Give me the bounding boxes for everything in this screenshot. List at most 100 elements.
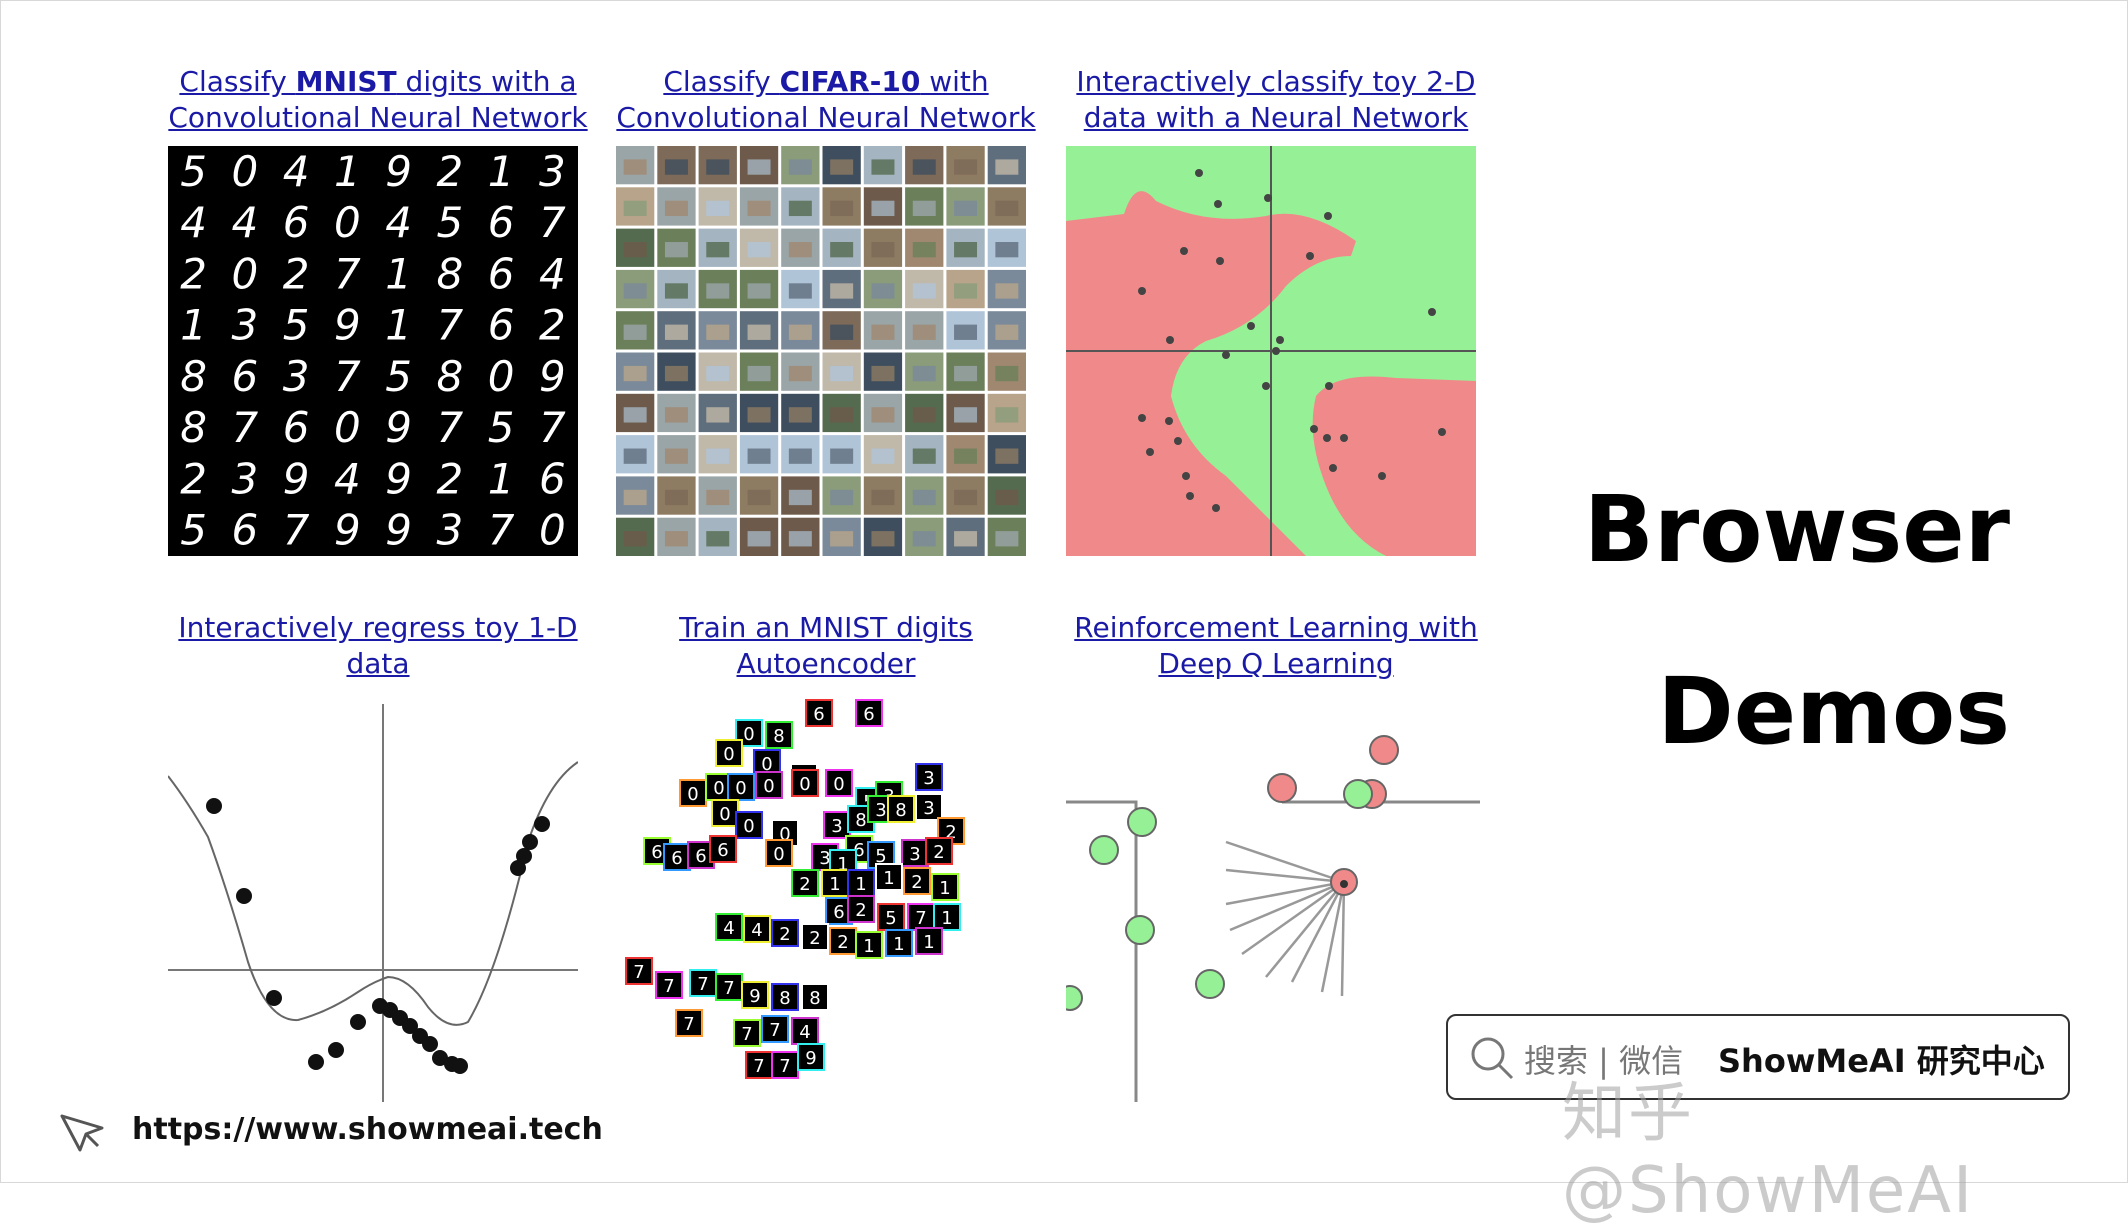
svg-text:0: 0 <box>761 754 772 775</box>
mnist-digit: 3 <box>232 301 259 350</box>
cifar-thumbnail-object <box>664 242 688 258</box>
cifar-thumbnail-object <box>623 200 647 217</box>
autoencoder-digit: 8 <box>801 983 829 1011</box>
cifar-thumbnail-object <box>912 242 936 258</box>
cifar-thumbnail-object <box>830 159 854 175</box>
cifar-thumbnail-object <box>706 324 730 340</box>
autoencoder-digit: 8 <box>771 983 799 1011</box>
cifar-thumbnail-object <box>623 283 647 299</box>
demo-1d-regress-link[interactable]: Interactively regress toy 1-D data <box>178 611 578 680</box>
svg-text:6: 6 <box>813 704 824 725</box>
svg-text:7: 7 <box>633 962 644 983</box>
mnist-digit: 9 <box>385 506 412 555</box>
cifar-thumbnail-object <box>871 324 895 340</box>
autoencoder-digit: 1 <box>847 869 875 897</box>
cifar-thumbnail-object <box>706 531 730 547</box>
autoencoder-digit: 4 <box>791 1017 819 1045</box>
cifar-thumbnail-object <box>871 448 895 464</box>
autoencoder-digit: 4 <box>743 915 771 943</box>
mnist-digit: 2 <box>437 147 464 196</box>
autoencoder-digit: 9 <box>741 981 769 1009</box>
search-bar[interactable]: 搜索 | 微信 ShowMeAI 研究中心 <box>1446 1014 2070 1100</box>
autoencoder-digit: 1 <box>821 869 849 897</box>
autoencoder-embedding-image: 6608000000000530000666638383326532312111… <box>625 699 965 1079</box>
autoencoder-digit: 0 <box>711 799 739 827</box>
mnist-digit: 9 <box>334 301 361 350</box>
mnist-digit: 9 <box>334 506 361 555</box>
svg-text:3: 3 <box>909 844 920 865</box>
cifar-thumbnail-object <box>706 159 730 175</box>
cifar-thumbnail-object <box>664 324 688 340</box>
mnist-digit: 0 <box>232 249 259 298</box>
autoencoder-digit: 7 <box>689 969 717 997</box>
autoencoder-digit: 0 <box>755 771 783 799</box>
cifar-thumbnail-object <box>623 407 647 423</box>
heading-demos: Demos <box>1657 658 2010 765</box>
autoencoder-digit: 7 <box>907 903 935 931</box>
svg-text:9: 9 <box>805 1048 816 1069</box>
demo-mnist-cnn-link[interactable]: Classify MNIST digits with a Convolution… <box>168 65 588 134</box>
mnist-digit: 9 <box>539 352 566 401</box>
demo-autoencoder-link[interactable]: Train an MNIST digits Autoencoder <box>679 611 973 680</box>
cifar-thumbnail-object <box>623 324 647 340</box>
demo-mnist-cnn[interactable]: Classify MNIST digits with a Convolution… <box>168 64 588 556</box>
mnist-digit: 7 <box>334 352 361 401</box>
mnist-digit: 6 <box>488 301 515 350</box>
heading-browser: Browser <box>1583 476 2010 583</box>
svg-text:8: 8 <box>779 988 790 1009</box>
mnist-digit: 2 <box>283 249 310 298</box>
demo-cifar-cnn[interactable]: Classify CIFAR-10 with Convolutional Neu… <box>616 64 1036 556</box>
cifar-thumbnail-object <box>995 242 1019 258</box>
autoencoder-digit: 2 <box>903 867 931 895</box>
svg-text:3: 3 <box>819 848 830 869</box>
cifar-thumbnail-object <box>912 159 936 175</box>
svg-text:3: 3 <box>831 816 842 837</box>
autoencoder-digit: 7 <box>715 973 743 1001</box>
mnist-digit: 2 <box>180 249 207 298</box>
autoencoder-digit: 8 <box>765 721 793 749</box>
mnist-digit: 2 <box>539 301 566 350</box>
cifar-thumbnail-object <box>706 489 730 506</box>
autoencoder-digit: 0 <box>727 773 755 801</box>
svg-text:8: 8 <box>773 726 784 747</box>
svg-text:1: 1 <box>863 936 874 957</box>
mnist-digit: 2 <box>437 454 464 503</box>
demo-2d-classify-link[interactable]: Interactively classify toy 2-D data with… <box>1076 65 1476 134</box>
cifar-thumbnail-object <box>747 242 771 258</box>
footer-url[interactable]: https://www.showmeai.tech <box>132 1112 603 1147</box>
autoencoder-digit: 2 <box>791 869 819 897</box>
autoencoder-digit: 8 <box>887 795 915 823</box>
mnist-digit: 4 <box>283 147 310 196</box>
autoencoder-digit: 7 <box>675 1009 703 1037</box>
demo-deep-q-learning[interactable]: Reinforcement Learning with Deep Q Learn… <box>1066 610 1486 1102</box>
autoencoder-digit: 2 <box>771 919 799 947</box>
cifar-thumbnail-object <box>954 242 978 258</box>
cifar-thumbnail-object <box>871 531 895 547</box>
svg-text:1: 1 <box>837 854 848 875</box>
cifar-thumbnail-object <box>747 531 771 547</box>
autoencoder-digit: 1 <box>931 873 959 901</box>
svg-text:4: 4 <box>723 918 734 939</box>
mnist-digit: 4 <box>180 198 207 247</box>
cifar-thumbnail-object <box>830 365 854 382</box>
mnist-digit: 6 <box>283 198 310 247</box>
cifar-thumbnail-object <box>912 365 936 382</box>
cifar-thumbnail-object <box>664 200 688 217</box>
demo-cifar-cnn-link[interactable]: Classify CIFAR-10 with Convolutional Neu… <box>616 65 1036 134</box>
mnist-digit: 5 <box>180 147 207 196</box>
cifar-thumbnail-object <box>747 489 771 506</box>
mnist-digit: 8 <box>180 352 207 401</box>
svg-text:6: 6 <box>651 842 662 863</box>
mnist-digit: 3 <box>232 454 259 503</box>
autoencoder-digit: 3 <box>901 839 929 867</box>
demo-2d-classify[interactable]: Interactively classify toy 2-D data with… <box>1066 64 1486 556</box>
autoencoder-digit: 2 <box>829 927 857 955</box>
demo-1d-regress[interactable]: Interactively regress toy 1-D data <box>168 610 588 1102</box>
mnist-digit: 0 <box>488 352 515 401</box>
svg-text:0: 0 <box>779 824 790 845</box>
svg-text:3: 3 <box>875 800 886 821</box>
cifar-thumbnail-object <box>664 489 688 506</box>
demo-deep-q-learning-link[interactable]: Reinforcement Learning with Deep Q Learn… <box>1074 611 1478 680</box>
